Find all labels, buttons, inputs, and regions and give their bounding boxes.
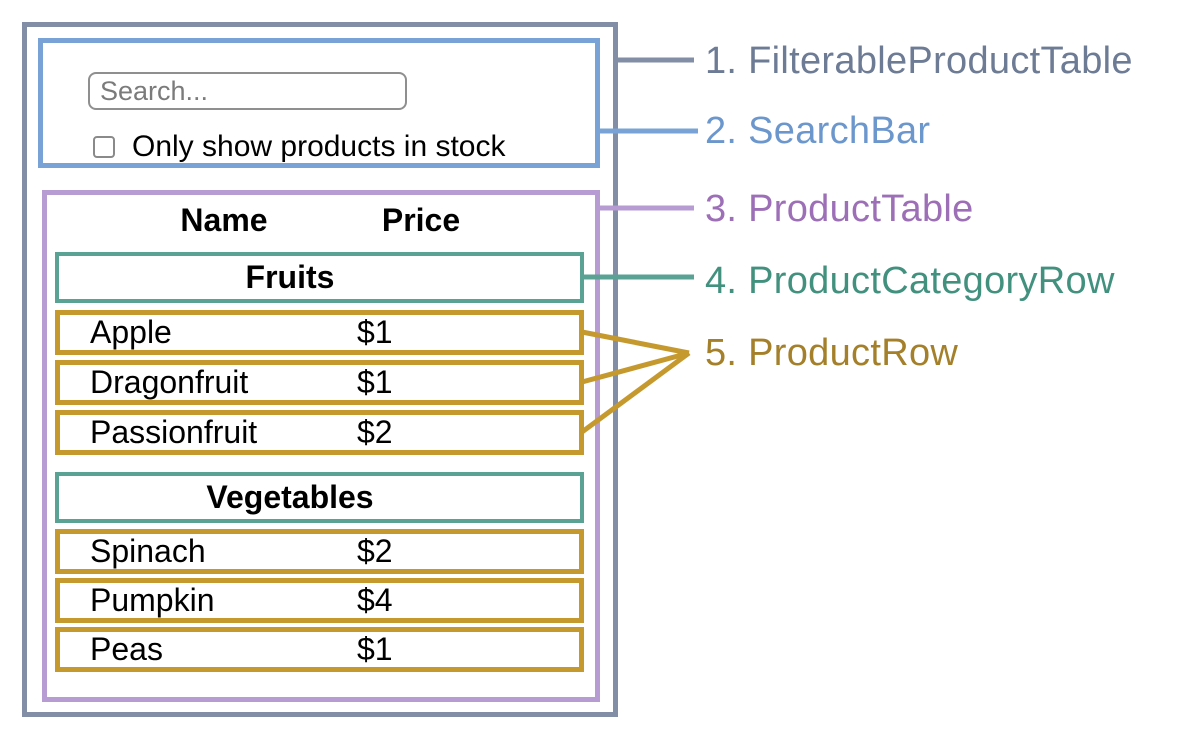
product-name: Passionfruit [90, 414, 258, 450]
product-table-box: Name Price Fruits Apple $1 Dragonfruit $… [42, 190, 600, 702]
product-row: Pumpkin $4 [55, 578, 584, 623]
product-row: Apple $1 [55, 310, 584, 355]
legend-item-product-category-row: 4. ProductCategoryRow [705, 260, 1115, 302]
legend-item-product-row: 5. ProductRow [705, 332, 959, 374]
product-price: $2 [357, 414, 393, 450]
product-category-row: Fruits [55, 252, 584, 303]
column-header-price: Price [381, 202, 461, 238]
legend-item-search-bar: 2. SearchBar [705, 110, 931, 152]
category-label: Fruits [245, 259, 335, 295]
product-price: $1 [357, 631, 393, 667]
in-stock-checkbox-label: Only show products in stock [132, 130, 506, 163]
product-name: Apple [90, 314, 172, 350]
in-stock-filter: Only show products in stock [93, 130, 506, 164]
product-price: $1 [357, 314, 393, 350]
product-price: $2 [357, 533, 393, 569]
search-bar-box: Only show products in stock [38, 38, 600, 168]
in-stock-checkbox[interactable] [93, 136, 115, 158]
search-input[interactable] [88, 72, 407, 110]
product-rows-list: Fruits Apple $1 Dragonfruit $1 Passionfr… [55, 252, 584, 672]
filterable-product-table-box: Only show products in stock Name Price F… [22, 22, 618, 717]
legend-item-product-table: 3. ProductTable [705, 188, 974, 230]
product-price: $4 [357, 582, 393, 618]
product-name: Peas [90, 631, 163, 667]
category-label: Vegetables [206, 479, 374, 515]
product-name: Spinach [90, 533, 206, 569]
product-price: $1 [357, 364, 393, 400]
product-name: Dragonfruit [90, 364, 249, 400]
product-category-row: Vegetables [55, 472, 584, 523]
product-name: Pumpkin [90, 582, 215, 618]
product-row: Peas $1 [55, 627, 584, 672]
product-row: Dragonfruit $1 [55, 360, 584, 405]
column-header-name: Name [180, 202, 268, 238]
product-row: Spinach $2 [55, 529, 584, 574]
product-row: Passionfruit $2 [55, 410, 584, 455]
legend-item-filterable-product-table: 1. FilterableProductTable [705, 40, 1133, 82]
